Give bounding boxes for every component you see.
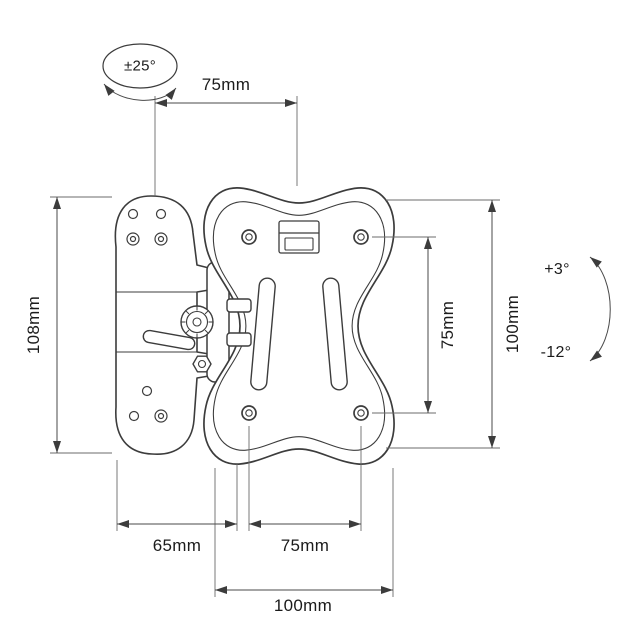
hinge-assembly: [142, 298, 252, 373]
label-vesa-vertical: 75mm: [438, 300, 457, 350]
label-right-height: 100mm: [503, 294, 522, 354]
lock-nut-icon: [192, 355, 212, 373]
bracket-screw-holes: [126, 208, 168, 423]
vesa-holes: [241, 229, 369, 421]
label-swivel-range: ±25°: [123, 57, 157, 75]
vesa-plate: [203, 187, 395, 465]
label-bottom-offset: 65mm: [152, 536, 202, 555]
vesa-plate-inner-outline: [212, 201, 386, 451]
swivel-badge-ellipse: [102, 43, 178, 89]
label-tilt-down: -12°: [540, 344, 572, 361]
dimension-lines: [50, 43, 611, 597]
extension-lines: [50, 96, 500, 597]
swivel-arrow-icon: [103, 83, 177, 101]
label-left-height: 108mm: [24, 295, 43, 355]
tension-knob-icon: [180, 305, 214, 339]
vesa-slots: [250, 277, 348, 391]
label-vesa-horizontal: 75mm: [280, 536, 330, 555]
tension-lever: [142, 329, 196, 351]
tilt-arrow-icon: [589, 256, 611, 362]
label-bottom-width: 100mm: [273, 596, 333, 615]
top-latch: [278, 220, 320, 254]
vesa-plate-outline: [203, 187, 395, 465]
label-top-width: 75mm: [201, 75, 251, 94]
label-tilt-up: +3°: [544, 261, 570, 278]
